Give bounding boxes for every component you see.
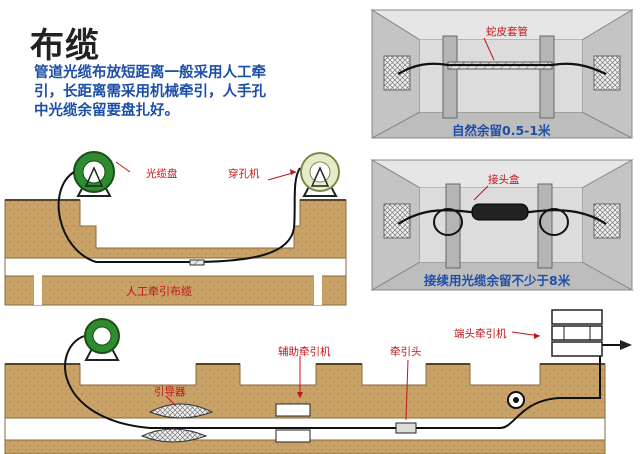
winch-machine <box>300 152 340 197</box>
winch-label: 穿孔机 <box>228 168 260 180</box>
cable-coil-left <box>433 208 463 236</box>
aux-machine-label: 辅助牵引机 <box>278 346 331 358</box>
cable-guide <box>148 403 214 419</box>
bracket-right <box>539 35 555 119</box>
cable-reel <box>73 151 115 197</box>
manual-pull-caption: 人工牵引布缆 <box>126 285 192 298</box>
mechanical-pull-section <box>4 309 632 454</box>
splice-closure <box>471 203 529 221</box>
pulling-head-label: 牵引头 <box>390 346 422 358</box>
bracket-right <box>537 183 553 269</box>
duct-outlet-right <box>593 55 621 91</box>
duct-channel <box>4 257 347 277</box>
duct-outlet-right <box>593 203 621 239</box>
cable-mechanical <box>64 335 620 429</box>
cable-reel <box>84 318 120 361</box>
page-title: 布缆 <box>30 26 100 66</box>
description-line: 中光缆余留要盘扎好。 <box>34 103 179 119</box>
description-line: 管道光缆布放短距离一般采用人工牵 <box>34 65 266 81</box>
splice-closure-label: 接头盒 <box>488 174 520 186</box>
pulling-head <box>395 422 417 434</box>
manual-pull-section <box>4 151 347 306</box>
guide-label: 引导器 <box>154 386 186 398</box>
description-line: 引，长距离需采用机械牵引，人手孔 <box>34 84 266 100</box>
cable-manual <box>57 167 301 263</box>
end-machine-label: 端头牵引机 <box>454 328 507 340</box>
natural-slack-caption: 自然余留0.5-1米 <box>452 123 551 138</box>
cable-coil-right <box>539 208 569 236</box>
reel-label: 光缆盘 <box>146 168 178 180</box>
duct-outlet-left <box>383 55 411 91</box>
panel-natural-slack <box>370 9 634 139</box>
splice-slack-caption: 接续用光缆余留不少于8米 <box>424 273 571 288</box>
cable-slack-top <box>397 62 607 75</box>
bracket-left <box>445 183 461 269</box>
duct-outlet-left <box>383 203 411 239</box>
sleeve-label: 蛇皮套管 <box>486 26 528 38</box>
bracket-left <box>442 35 458 119</box>
aux-pulling-machine <box>275 403 311 417</box>
end-pulling-machine <box>551 309 632 357</box>
description-text: 管道光缆布放短距离一般采用人工牵 引，长距离需采用机械牵引，人手孔 中光缆余留要… <box>34 64 334 121</box>
panel-splice <box>370 159 634 291</box>
